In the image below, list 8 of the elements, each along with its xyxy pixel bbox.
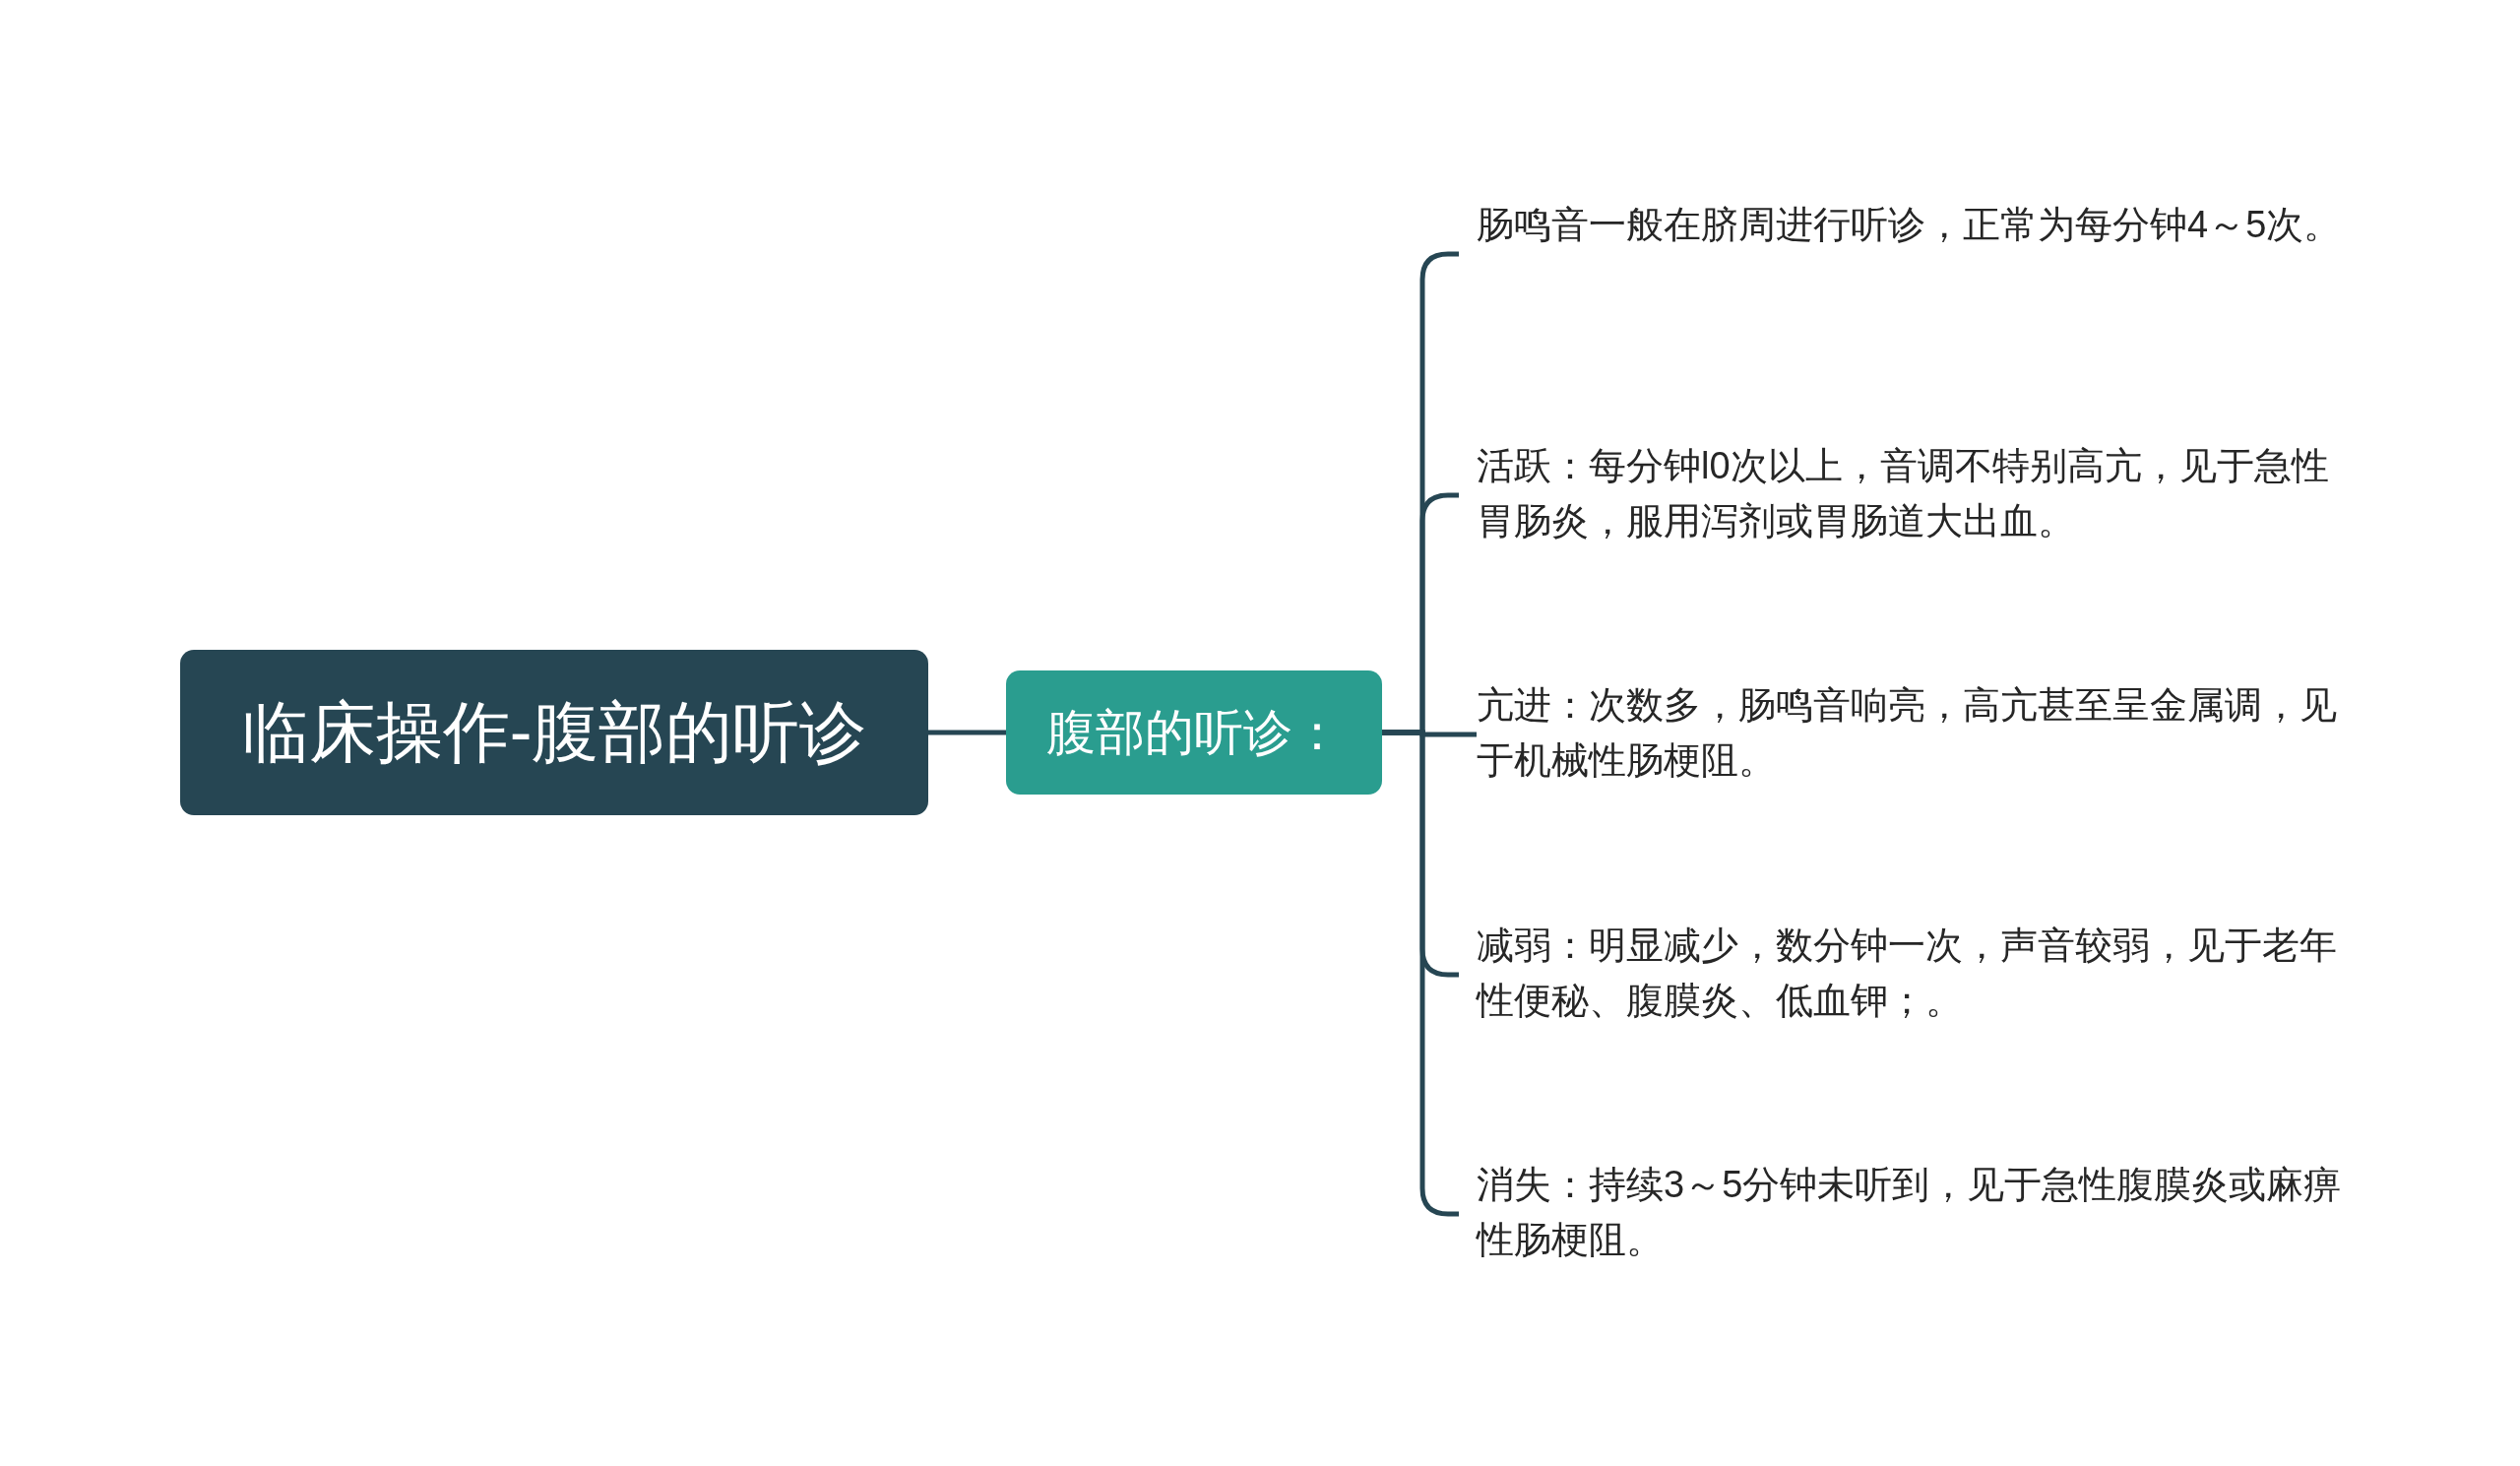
- connector-line: [928, 730, 1006, 735]
- note-text: 减弱：明显减少，数分钟一次，声音较弱，见于老年性便秘、腹膜炎、低血钾；。: [1477, 918, 2343, 1028]
- note-text: 亢进：次数多，肠鸣音响亮，高亢甚至呈金属调，见于机械性肠梗阻。: [1477, 677, 2343, 788]
- note-text: 活跃：每分钟l0次以上，音调不特别高亢，见于急性胃肠炎，服用泻剂或胃肠道大出血。: [1477, 438, 2343, 548]
- note-text: 消失：持续3～5分钟未听到，见于急性腹膜炎或麻痹性肠梗阻。: [1477, 1157, 2343, 1267]
- root-topic-box: 临床操作-腹部的听诊: [180, 650, 928, 815]
- topic-box: 腹部的听诊：: [1006, 670, 1382, 795]
- note-text: 肠鸣音一般在脐周进行听诊，正常为每分钟4～5次。: [1477, 197, 2343, 252]
